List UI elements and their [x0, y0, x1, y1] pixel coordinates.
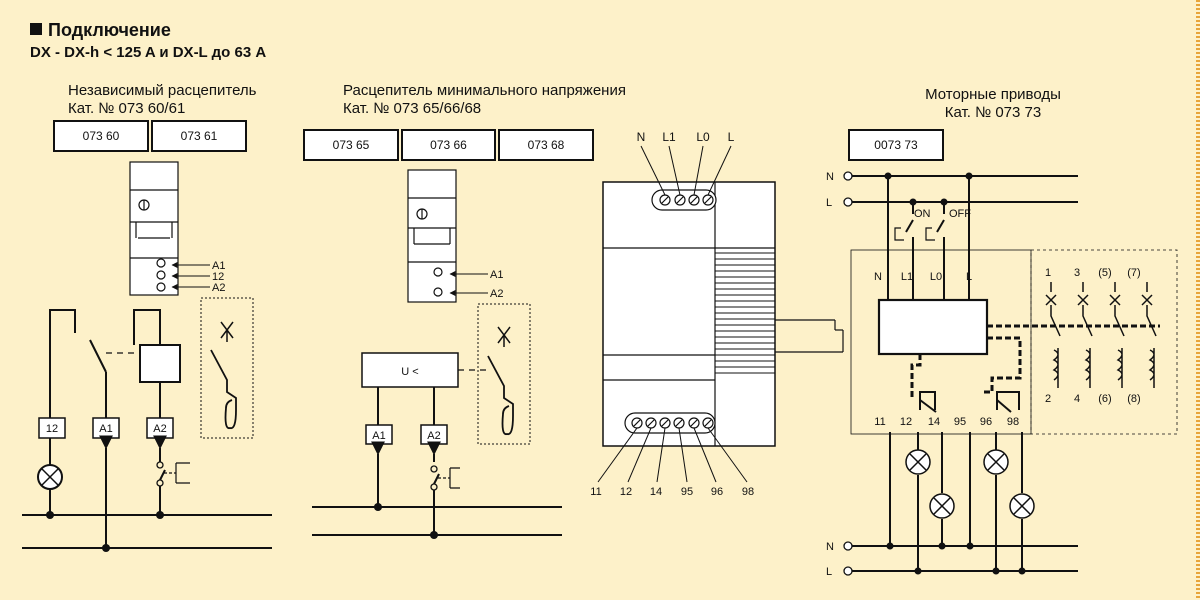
shunt-terminal-a2: A2	[153, 423, 166, 435]
shunt-title: Независимый расцепитель	[68, 82, 257, 99]
uv-cat: Кат. № 073 65/66/68	[343, 100, 482, 117]
motor-supply-dots	[843, 171, 853, 207]
motor-term-95: 95	[954, 416, 966, 428]
motor-inner-l: L	[966, 271, 972, 283]
uv-bus-dots	[374, 503, 438, 539]
shunt-bus-dots	[46, 511, 164, 552]
aux-contact-top-5: (5)	[1098, 267, 1111, 279]
motor-cat: Кат. № 073 73	[944, 104, 1042, 121]
motor-inner-n: N	[874, 271, 882, 283]
shunt-terminal-a1: A1	[99, 423, 112, 435]
shunt-circuit	[22, 309, 272, 549]
motor-line-n: N	[826, 171, 834, 183]
uv-title: Расцепитель минимального напряжения	[343, 82, 626, 99]
catalog-box-07361: 073 61	[151, 120, 247, 152]
page-subtitle: DX - DX-h < 125 A и DX-L до 63 A	[30, 44, 267, 61]
catalog-box-07360: 073 60	[53, 120, 149, 152]
motor-heading: Моторные приводы Кат. № 073 73	[908, 86, 1078, 122]
motor-switch-contacts	[919, 391, 1020, 413]
motor-pushbutton-icons	[894, 227, 935, 241]
motor-term-12: 12	[900, 416, 912, 428]
uv-label-a2: A2	[490, 288, 503, 300]
shunt-cat: Кат. № 073 60/61	[68, 100, 186, 117]
aux-contact-bottom-4: 4	[1074, 393, 1080, 405]
device-bottom-screws	[631, 417, 714, 429]
uv-pushbutton-icon	[438, 467, 460, 489]
device-body	[602, 181, 844, 447]
motor-term-96: 96	[980, 416, 992, 428]
aux-contact-bottom-6: (6)	[1098, 393, 1111, 405]
motor-bus-dots	[843, 541, 1026, 576]
uv-heading: Расцепитель минимального напряжения Кат.…	[343, 82, 626, 118]
motor-line-l: L	[826, 197, 832, 209]
uv-terminal-a2: A2	[427, 430, 440, 442]
device-term-95: 95	[681, 486, 693, 498]
uv-relay-label: U <	[401, 366, 418, 378]
aux-contact-top-3: 3	[1074, 267, 1080, 279]
catalog-box-07365: 073 65	[303, 129, 399, 161]
device-term-11: 11	[590, 486, 601, 498]
device-term-14: 14	[650, 486, 662, 498]
motor-linkage-dashed	[910, 324, 1160, 400]
motor-off-label: OFF	[949, 208, 971, 220]
device-term-l1: L1	[662, 130, 676, 144]
shunt-terminal-pointers	[171, 262, 210, 290]
shunt-heading: Независимый расцепитель Кат. № 073 60/61	[68, 82, 257, 118]
motor-lamp-icons	[905, 449, 1035, 519]
device-bottom-leaders	[597, 427, 748, 483]
shunt-breaker-symbol	[200, 297, 254, 439]
motor-term-11: 11	[874, 416, 885, 428]
device-top-screws	[659, 194, 714, 206]
motor-aux-contacts	[1045, 282, 1157, 388]
motor-inner-l1: L1	[901, 271, 913, 283]
motor-junction-dots	[884, 172, 973, 206]
uv-circuit	[312, 352, 562, 536]
aux-contact-top-7: (7)	[1127, 267, 1140, 279]
device-vent-lines	[715, 252, 775, 374]
shunt-label-12: 12	[212, 271, 224, 283]
motor-inner-l0: L0	[930, 271, 942, 283]
bullet-square-icon	[30, 23, 42, 35]
shunt-module	[129, 161, 179, 296]
device-term-12: 12	[620, 486, 632, 498]
uv-breaker-symbol	[477, 303, 531, 445]
device-term-n: N	[637, 130, 646, 144]
shunt-label-a1: A1	[212, 260, 225, 272]
motor-supply-lines	[848, 175, 1078, 356]
device-term-l: L	[728, 130, 735, 144]
aux-contact-top-1: 1	[1045, 267, 1051, 279]
motor-bus-n: N	[826, 541, 834, 553]
shunt-pushbutton-icon	[164, 462, 190, 484]
shunt-label-a2: A2	[212, 282, 225, 294]
motor-bus-l: L	[826, 566, 832, 578]
aux-contact-bottom-8: (8)	[1127, 393, 1140, 405]
catalog-box-07368: 073 68	[498, 129, 594, 161]
motor-output-wiring	[848, 432, 1078, 572]
uv-terminal-a1: A1	[372, 430, 385, 442]
uv-module	[407, 169, 457, 303]
motor-title: Моторные приводы	[925, 86, 1061, 103]
catalog-box-007373: 0073 73	[848, 129, 944, 161]
device-top-leaders	[640, 145, 732, 196]
motor-on-label: ON	[914, 208, 931, 220]
aux-contact-bottom-2: 2	[1045, 393, 1051, 405]
uv-label-a1: A1	[490, 269, 503, 281]
device-term-l0: L0	[696, 130, 710, 144]
device-term-98: 98	[742, 486, 754, 498]
shunt-terminal-12: 12	[46, 423, 58, 435]
uv-terminal-pointers	[449, 271, 488, 296]
page-title: Подключение	[30, 20, 171, 41]
motor-term-98: 98	[1007, 416, 1019, 428]
motor-term-14: 14	[928, 416, 940, 428]
device-term-96: 96	[711, 486, 723, 498]
catalog-box-07366: 073 66	[401, 129, 496, 161]
